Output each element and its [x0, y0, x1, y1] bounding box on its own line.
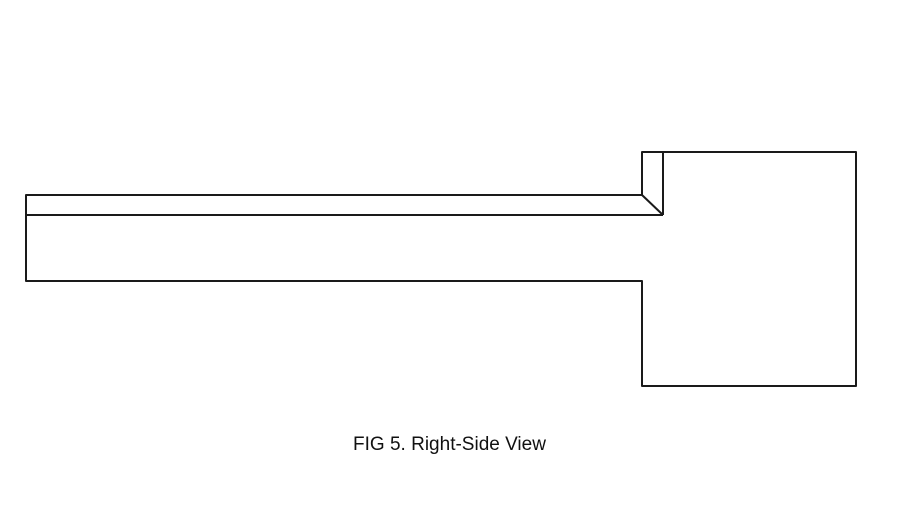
- figure-caption: FIG 5. Right-Side View: [353, 434, 546, 455]
- shaft-outline: [25, 151, 857, 387]
- chamfer-edge: [641, 194, 664, 216]
